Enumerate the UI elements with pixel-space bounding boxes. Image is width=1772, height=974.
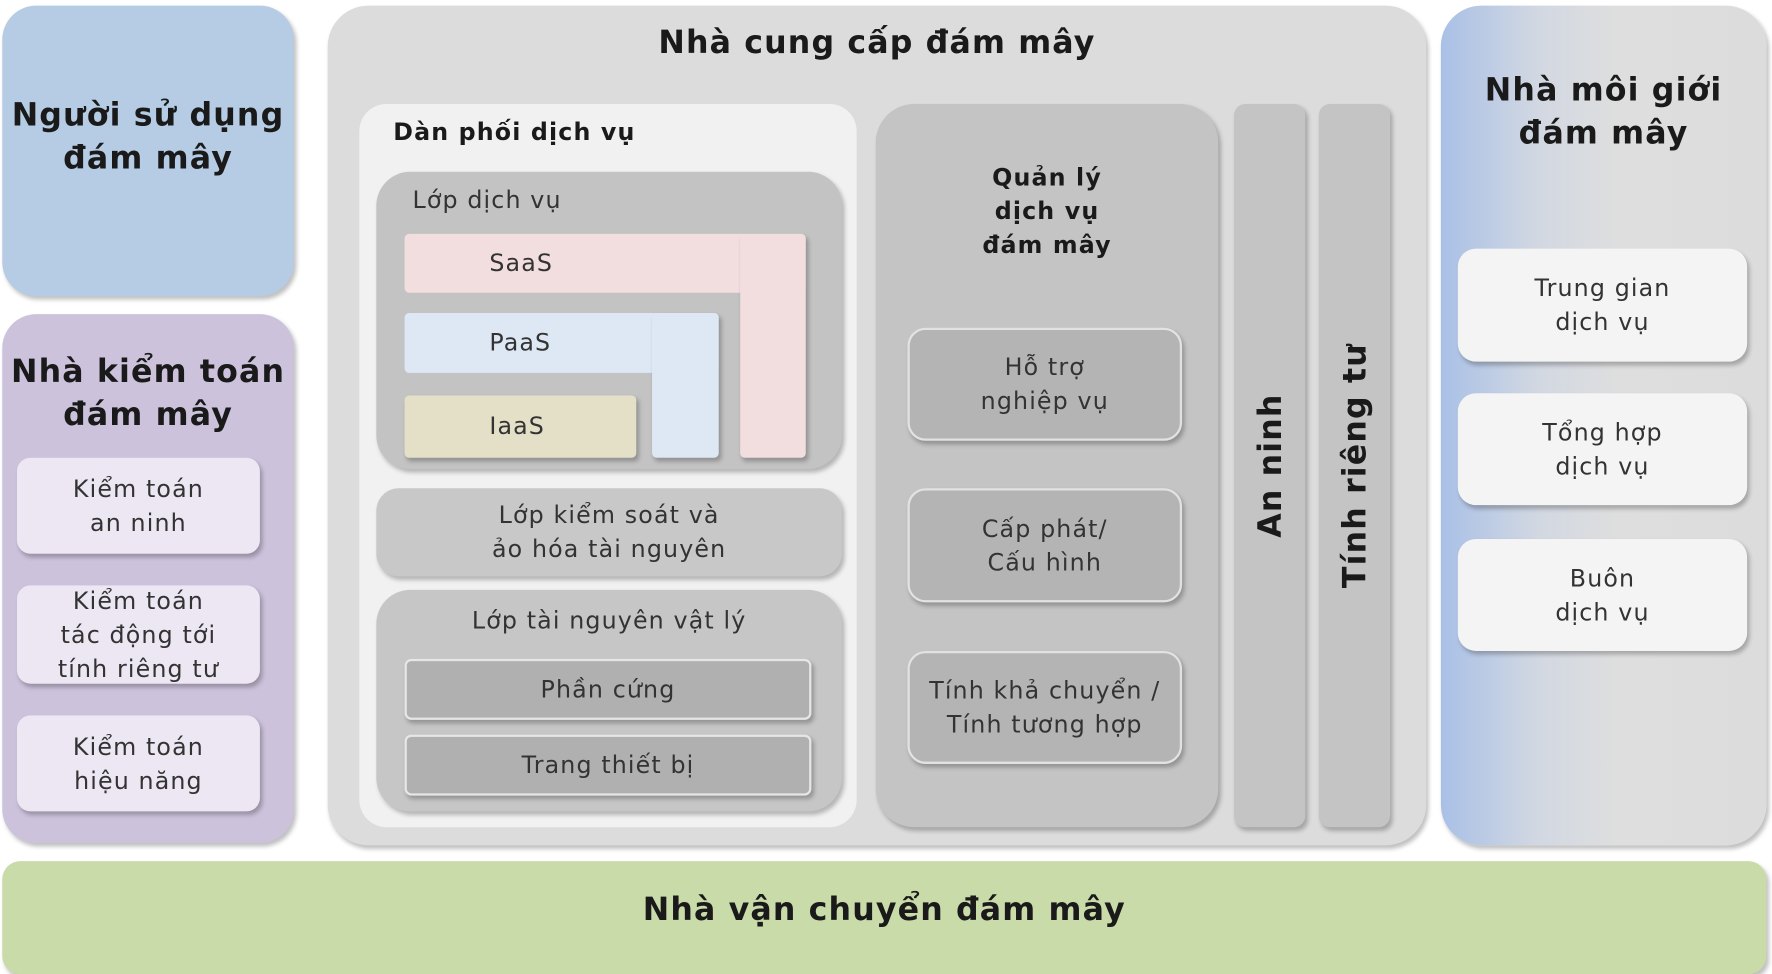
privacy-impact-audit-box: Kiểm toán tác động tới tính riêng tư: [16, 585, 260, 684]
service-orchestration-box: Dàn phối dịch vụ Lớp dịch vụ SaaS PaaS I…: [359, 103, 857, 828]
hardware-box: Phần cứng: [404, 658, 812, 720]
label: ảo hóa tài nguyên: [491, 535, 727, 563]
label: Buôn: [1569, 564, 1636, 592]
saas-block: SaaS: [404, 233, 806, 293]
paas-label: PaaS: [489, 328, 552, 356]
title-line: đám mây: [1518, 114, 1689, 152]
title-line: dịch vụ: [994, 197, 1100, 225]
label: tác động tới: [60, 620, 217, 649]
title-line: Người sử dụng: [11, 96, 285, 134]
service-layer-label: Lớp dịch vụ: [412, 186, 562, 214]
security-audit-box: Kiểm toán an ninh: [16, 457, 260, 554]
cloud-carrier-title: Nhà vận chuyển đám mây: [642, 890, 1126, 928]
service-intermediation-box: Trung gian dịch vụ: [1457, 248, 1748, 362]
label: tính riêng tư: [57, 654, 220, 683]
business-support-box: Hỗ trợ nghiệp vụ: [907, 327, 1183, 441]
label: Trang thiết bị: [521, 751, 695, 779]
title-line: đám mây: [982, 231, 1112, 259]
performance-audit-box: Kiểm toán hiệu năng: [16, 715, 260, 812]
label: Kiểm toán: [72, 587, 204, 615]
cloud-broker-title: Nhà môi giới đám mây: [1441, 69, 1766, 155]
saas-label: SaaS: [489, 249, 554, 277]
physical-resource-layer: Lớp tài nguyên vật lý Phần cứng Trang th…: [376, 589, 842, 812]
paas-block-vertical: [652, 313, 719, 458]
privacy-label: Tính riêng tư: [1335, 343, 1374, 589]
label: Tổng hợp: [1542, 418, 1663, 446]
label: Hỗ trợ: [1004, 353, 1085, 381]
label: dịch vụ: [1555, 308, 1650, 336]
portability-interoperability-box: Tính khả chuyển / Tính tương hợp: [907, 650, 1183, 764]
facility-box: Trang thiết bị: [404, 734, 812, 796]
label: Tính tương hợp: [946, 710, 1143, 738]
label: nghiệp vụ: [980, 387, 1109, 415]
cloud-consumer-box: Người sử dụng đám mây: [2, 5, 294, 297]
label: Kiểm toán: [72, 732, 204, 760]
title-line: đám mây: [63, 139, 233, 177]
label: Phần cứng: [540, 675, 676, 703]
resource-abstraction-control-layer: Lớp kiểm soát và ảo hóa tài nguyên: [376, 488, 842, 577]
label: Trung gian: [1534, 274, 1671, 302]
service-layer-box: Lớp dịch vụ SaaS PaaS IaaS: [376, 171, 842, 469]
cloud-auditor-box: Nhà kiểm toán đám mây Kiểm toán an ninh K…: [2, 314, 294, 844]
service-orchestration-title: Dàn phối dịch vụ: [393, 118, 636, 146]
service-aggregation-box: Tổng hợp dịch vụ: [1457, 393, 1748, 506]
title-line: đám mây: [63, 395, 233, 433]
management-title: Quản lý dịch vụ đám mây: [876, 160, 1218, 262]
label: dịch vụ: [1555, 598, 1650, 626]
saas-block-vertical: [740, 233, 806, 458]
cloud-auditor-title: Nhà kiểm toán đám mây: [2, 350, 294, 436]
security-label: An ninh: [1251, 393, 1289, 538]
label: Lớp kiểm soát và: [498, 501, 720, 529]
cloud-consumer-title: Người sử dụng đám mây: [2, 94, 294, 180]
service-arbitrage-box: Buôn dịch vụ: [1457, 539, 1748, 651]
physical-layer-label: Lớp tài nguyên vật lý: [471, 606, 747, 634]
label: Kiểm toán: [72, 475, 204, 503]
cloud-broker-box: Nhà môi giới đám mây Trung gian dịch vụ T…: [1440, 5, 1767, 846]
label: an ninh: [90, 509, 187, 537]
security-column: An ninh: [1234, 103, 1306, 828]
label: Cấu hình: [987, 548, 1102, 576]
cloud-provider-box: Nhà cung cấp đám mây Dàn phối dịch vụ Lớ…: [327, 5, 1427, 846]
title-line: Quản lý: [992, 163, 1102, 191]
cloud-provider-title: Nhà cung cấp đám mây: [658, 23, 1096, 62]
title-line: Nhà kiểm toán: [10, 352, 286, 390]
privacy-column: Tính riêng tư: [1318, 103, 1391, 828]
iaas-block: IaaS: [404, 395, 637, 458]
label: dịch vụ: [1555, 452, 1650, 480]
label: Cấp phát/: [981, 514, 1108, 542]
provisioning-configuration-box: Cấp phát/Cấu hình: [907, 488, 1183, 603]
iaas-label: IaaS: [489, 412, 546, 440]
title-line: Nhà môi giới: [1484, 71, 1723, 109]
cloud-carrier-box: Nhà vận chuyển đám mây: [2, 861, 1767, 974]
label: Tính khả chuyển /: [929, 676, 1161, 705]
label: hiệu năng: [74, 766, 203, 794]
